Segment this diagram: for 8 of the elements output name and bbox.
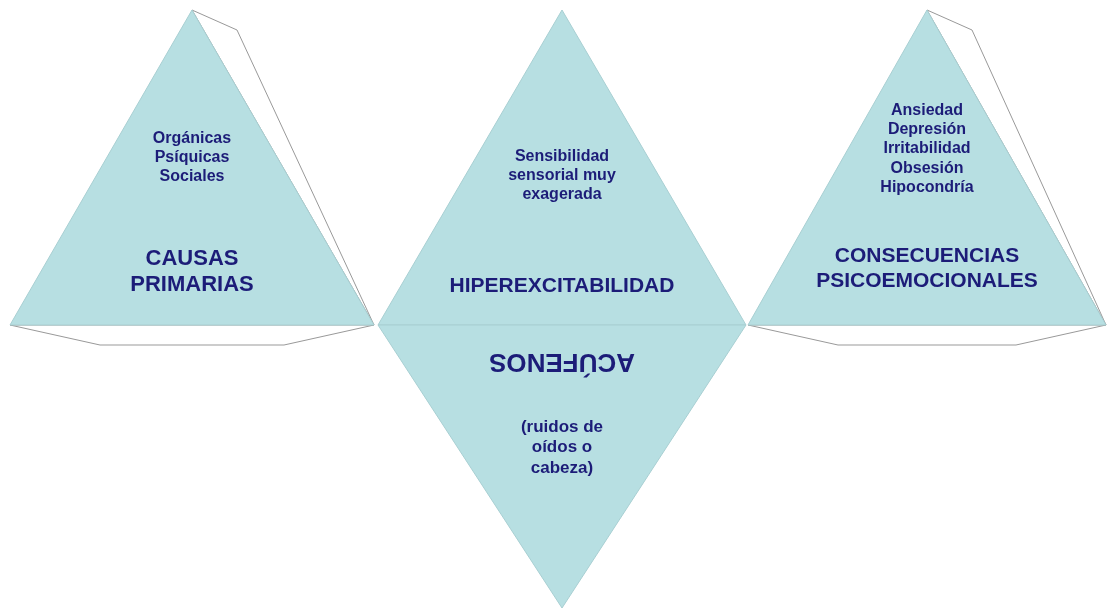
heading-text: HIPEREXCITABILIDAD [448, 272, 676, 298]
note-text: (ruidos de oídos o cabeza) [519, 417, 605, 479]
list-text: Sensibilidad sensorial muy exagerada [507, 146, 617, 204]
heading-text: CONSECUENCIAS PSICOEMOCIONALES [815, 242, 1039, 293]
list-text: Orgánicas Psíquicas Sociales [151, 128, 233, 186]
heading-text: ACÚFENOS [488, 347, 636, 379]
list-text: Ansiedad Depresión Irritabilidad Obsesión Hipocondría [879, 100, 975, 196]
heading-text: CAUSAS PRIMARIAS [129, 245, 255, 298]
